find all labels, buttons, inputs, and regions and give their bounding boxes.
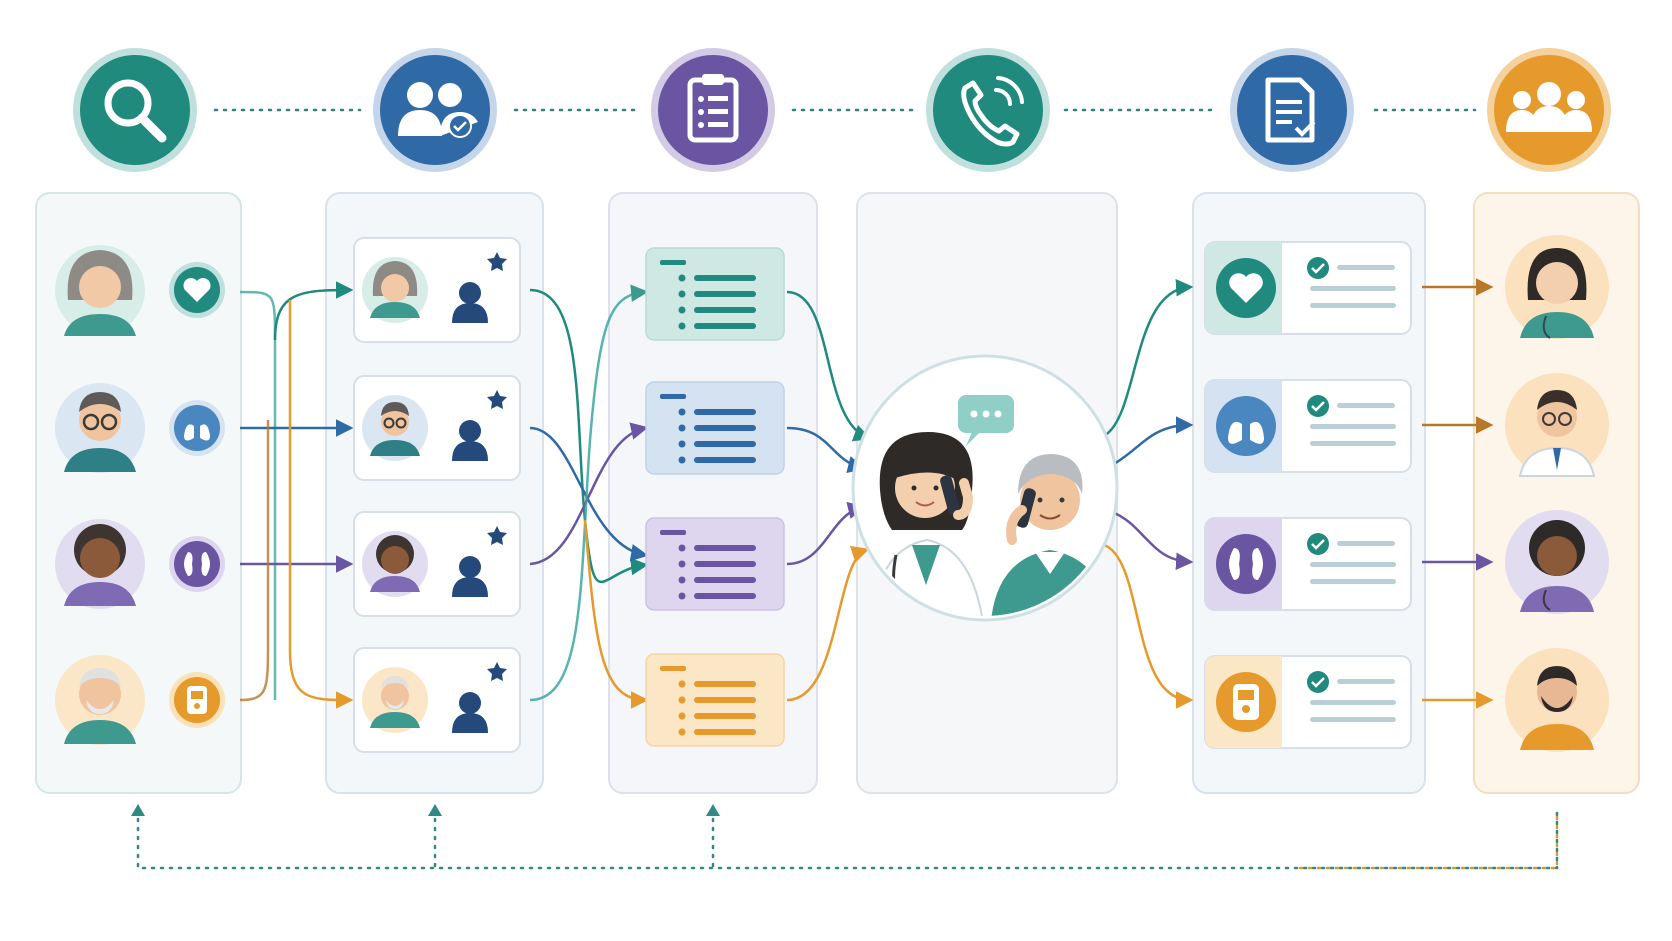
plan-list-orange[interactable]: [645, 653, 785, 747]
record-card-lungs[interactable]: [1204, 379, 1412, 473]
man-glasses-avatar: [55, 383, 145, 473]
people-check-icon: [373, 48, 497, 172]
plan-list-blue[interactable]: [645, 381, 785, 475]
record-cards: [1204, 241, 1412, 749]
check-icon: [1307, 395, 1329, 417]
record-card-glucose[interactable]: [1204, 655, 1412, 749]
care-plan-lists: [645, 247, 785, 747]
plans-panel: [608, 192, 818, 794]
lungs-icon: [1216, 396, 1276, 456]
matched-cards: [353, 237, 521, 753]
glucometer-icon: [169, 672, 225, 728]
magnifier-icon: [73, 48, 197, 172]
lungs-icon: [169, 400, 225, 456]
document-check-icon: [1230, 48, 1354, 172]
patients-panel: [35, 192, 242, 794]
plan-list-purple[interactable]: [645, 517, 785, 611]
record-card-heart[interactable]: [1204, 241, 1412, 335]
kidneys-icon: [1216, 534, 1276, 594]
female-nurse-avatar: [1505, 235, 1609, 339]
clinician-list: [1505, 235, 1609, 752]
stage-row: [73, 48, 1611, 172]
patient-list: [55, 245, 225, 745]
group-icon: [1487, 48, 1611, 172]
male-nurse-beard-avatar: [1505, 648, 1609, 752]
male-doctor-avatar: [1505, 373, 1609, 477]
matched-card-3[interactable]: [353, 511, 521, 617]
heart-icon: [169, 262, 225, 318]
female-nurse-curly-avatar: [1505, 510, 1609, 614]
person-star-icon: [452, 526, 507, 597]
phone-call-icon: [926, 48, 1050, 172]
person-star-icon: [452, 252, 507, 323]
person-star-icon: [452, 662, 507, 733]
plan-list-teal[interactable]: [645, 247, 785, 341]
matched-card-1[interactable]: [353, 237, 521, 343]
check-icon: [1307, 671, 1329, 693]
flow-lines: [239, 278, 1494, 709]
records-panel: [1192, 192, 1426, 794]
matched-card-4[interactable]: [353, 647, 521, 753]
chat-bubble-icon: [958, 395, 1014, 446]
person-star-icon: [452, 390, 507, 461]
record-card-kidneys[interactable]: [1204, 517, 1412, 611]
team-panel: [1473, 192, 1640, 794]
check-icon: [1307, 533, 1329, 555]
older-man-beard-avatar: [55, 655, 145, 745]
clipboard-list-icon: [651, 48, 775, 172]
kidneys-icon: [169, 536, 225, 592]
feedback-loop: [136, 808, 1559, 870]
check-icon: [1307, 257, 1329, 279]
feedback-arrowheads: [131, 804, 720, 816]
woman-curly-avatar: [55, 519, 145, 609]
older-woman-avatar: [55, 245, 145, 336]
matched-card-2[interactable]: [353, 375, 521, 481]
